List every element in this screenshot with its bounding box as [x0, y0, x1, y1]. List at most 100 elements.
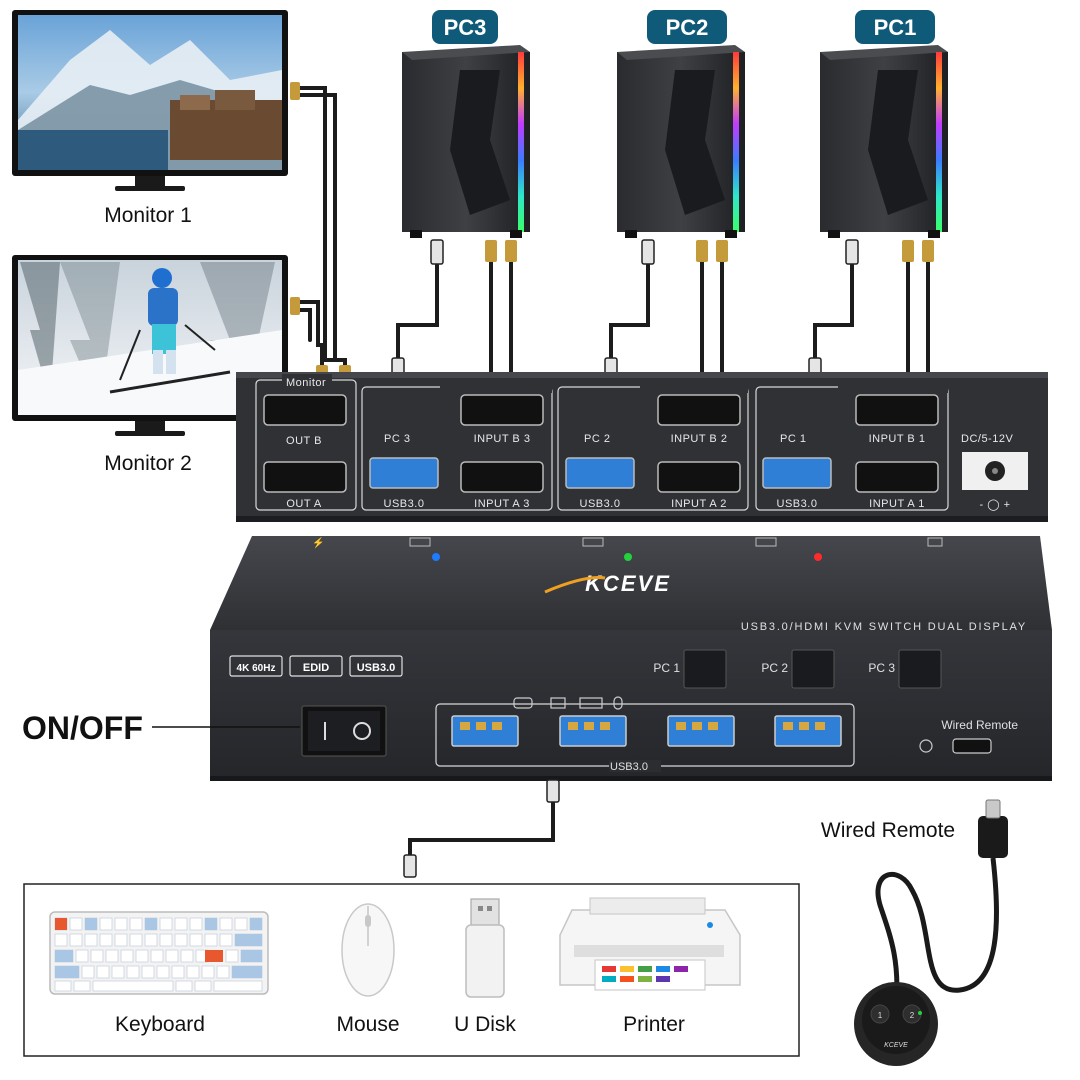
pc3-button-label: PC 3: [868, 661, 895, 675]
svg-text:EDID: EDID: [303, 662, 329, 674]
svg-text:PC1: PC1: [874, 15, 917, 40]
out-b-label: OUT B: [286, 435, 322, 447]
pc2-button[interactable]: [791, 649, 835, 689]
pc-badge-1: PC1: [855, 10, 935, 44]
hdmi-input-b1-port[interactable]: [855, 394, 939, 426]
pc-tower-3: [402, 45, 530, 238]
dc-polarity: - ◯ +: [979, 499, 1010, 511]
hdmi-out-b-port[interactable]: [263, 394, 347, 426]
front-usb-port-2[interactable]: [559, 715, 627, 747]
front-usb-label: USB3.0: [610, 761, 648, 773]
pc1-button[interactable]: [683, 649, 727, 689]
monitor-group-label: Monitor: [286, 377, 326, 389]
udisk-icon: [513, 697, 533, 709]
remote-brand: KCEVE: [884, 1042, 908, 1049]
pc3-button[interactable]: [898, 649, 942, 689]
printer-image: [559, 897, 741, 991]
pc-tower-1: [820, 45, 948, 238]
peripherals-box: Keyboard Mouse U Disk Printer: [23, 883, 800, 1057]
remote-cable: [875, 857, 1000, 1006]
pc-badge-3: PC3: [432, 10, 498, 44]
svg-text:4K 60Hz: 4K 60Hz: [237, 663, 276, 674]
on-off-label: ON/OFF: [22, 710, 143, 746]
top-icon-pc1: [755, 537, 777, 547]
input-a1-label: INPUT A 1: [869, 498, 925, 510]
hdmi-input-b2-port[interactable]: [657, 394, 741, 426]
pc1-button-label: PC 1: [653, 661, 680, 675]
product-title: USB3.0/HDMI KVM SWITCH DUAL DISPLAY: [741, 621, 1027, 633]
pc1-group-label: PC 1: [780, 433, 806, 445]
badge-4k: [229, 655, 283, 677]
printer-icon: [550, 697, 566, 709]
pc2-button-label: PC 2: [761, 661, 788, 675]
top-icon-pc2: [582, 537, 604, 547]
wired-remote-port[interactable]: [952, 738, 992, 754]
pc-cables: [396, 260, 930, 377]
keyboard-label: Keyboard: [115, 1013, 205, 1036]
pc-tower-2: [617, 45, 745, 238]
input-b3-label: INPUT B 3: [474, 433, 531, 445]
input-a3-label: INPUT A 3: [474, 498, 530, 510]
udisk-image: [465, 898, 505, 998]
svg-text:2: 2: [910, 1011, 915, 1020]
input-a2-label: INPUT A 2: [671, 498, 727, 510]
printer-label: Printer: [623, 1013, 685, 1036]
pc3-group-label: PC 3: [384, 433, 410, 445]
out-a-label: OUT A: [286, 498, 321, 510]
led-red: [814, 553, 822, 561]
svg-text:PC3: PC3: [444, 15, 487, 40]
monitor-2: Monitor 2: [12, 255, 288, 475]
mouse-icon: [613, 696, 623, 710]
brand-logo: KCEVE: [585, 571, 671, 596]
udisk-label: U Disk: [454, 1013, 516, 1036]
keyboard-icon: [579, 697, 603, 709]
remote-led: [918, 1011, 922, 1015]
remote-plug: [978, 816, 1008, 858]
led-blue: [432, 553, 440, 561]
kvm-back-panel: Monitor OUT B OUT A PC 3 INPUT B 3 USB3.…: [236, 372, 1048, 522]
badge-edid: [289, 655, 343, 677]
led-green: [624, 553, 632, 561]
svg-text:PC2: PC2: [666, 15, 709, 40]
monitor-2-label: Monitor 2: [104, 452, 192, 475]
top-icon-remote: [927, 537, 943, 547]
wired-remote-callout: Wired Remote: [821, 819, 955, 842]
brand-swoosh: [544, 576, 606, 594]
remote-jack-icon: [919, 739, 933, 753]
usb-pc1-port[interactable]: [762, 457, 832, 489]
monitor-cables: [298, 86, 347, 374]
mouse-label: Mouse: [336, 1013, 399, 1036]
dc-label: DC/5-12V: [961, 433, 1013, 445]
remote-button-1[interactable]: [870, 1004, 890, 1024]
hdmi-input-a3-port[interactable]: [460, 461, 544, 493]
pc2-group-label: PC 2: [584, 433, 610, 445]
usb-pc2-label: USB3.0: [580, 498, 621, 510]
keyboard-image: [49, 911, 269, 995]
power-icon: ⚡: [312, 536, 324, 549]
hdmi-out-a-port[interactable]: [263, 461, 347, 493]
front-usb-port-3[interactable]: [667, 715, 735, 747]
front-usb-port-4[interactable]: [774, 715, 842, 747]
mouse-image: [341, 903, 395, 997]
peripheral-cable: [408, 800, 555, 860]
monitor-1-label: Monitor 1: [104, 204, 192, 227]
usb-pc3-port[interactable]: [369, 457, 439, 489]
svg-text:USB3.0: USB3.0: [357, 662, 396, 674]
input-b2-label: INPUT B 2: [671, 433, 728, 445]
svg-text:1: 1: [878, 1011, 883, 1020]
hdmi-input-a1-port[interactable]: [855, 461, 939, 493]
badge-usb3: [349, 655, 403, 677]
input-b1-label: INPUT B 1: [869, 433, 926, 445]
kvm-front-unit: ⚡ KCEVE USB3.0/HDMI KVM SWITCH DUAL DISP…: [210, 536, 1052, 781]
usb-pc2-port[interactable]: [565, 457, 635, 489]
front-usb-port-1[interactable]: [451, 715, 519, 747]
pc-badge-2: PC2: [647, 10, 727, 44]
hdmi-input-a2-port[interactable]: [657, 461, 741, 493]
hdmi-input-b3-port[interactable]: [460, 394, 544, 426]
wired-remote-port-label: Wired Remote: [941, 718, 1018, 732]
top-icon-pc3: [409, 537, 431, 547]
usb-pc3-label: USB3.0: [384, 498, 425, 510]
wired-remote: 1 2 KCEVE: [854, 799, 1008, 1066]
remote-micro-usb: [985, 799, 1001, 819]
